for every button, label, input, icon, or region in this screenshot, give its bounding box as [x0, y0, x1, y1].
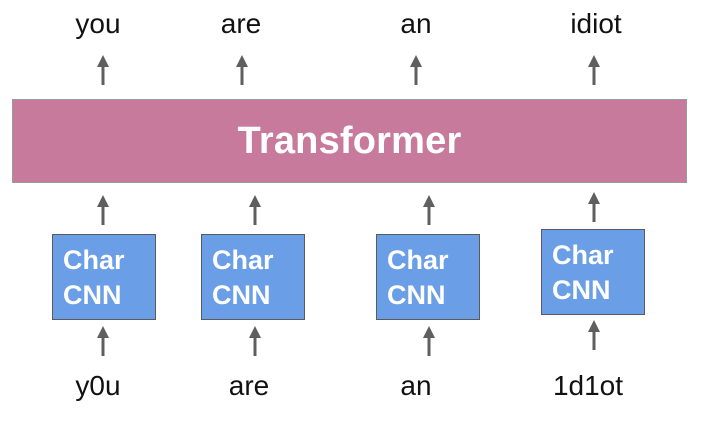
charcnn-box-1: Char CNN [52, 234, 156, 320]
arrow-up-icon [588, 320, 600, 350]
arrow-up-icon [236, 55, 248, 85]
charcnn-label-line2: CNN [552, 275, 611, 305]
arrow-up-icon [588, 192, 600, 222]
input-word-1: y0u [75, 370, 121, 401]
arrow-up-icon [97, 326, 109, 356]
arrow-up-icon [423, 195, 435, 225]
input-word-3: an [400, 370, 432, 401]
transformer-label: Transformer [237, 119, 462, 162]
charcnn-label-line1: Char [212, 245, 274, 275]
charcnn-label-line1: Char [63, 245, 125, 275]
output-word-3: an [400, 8, 432, 39]
charcnn-label-line1: Char [387, 245, 449, 275]
arrow-up-icon [249, 326, 261, 356]
charcnn-box-2: Char CNN [201, 234, 305, 320]
arrow-up-icon [410, 55, 422, 85]
charcnn-label-line2: CNN [63, 280, 122, 310]
arrow-up-icon [97, 195, 109, 225]
input-word-2: are [228, 370, 270, 401]
output-word-2: are [220, 8, 262, 39]
charcnn-label-line1: Char [552, 240, 614, 270]
charcnn-label-line2: CNN [387, 280, 446, 310]
arrow-up-icon [423, 326, 435, 356]
transformer-block: Transformer [12, 99, 687, 183]
arrow-up-icon [249, 195, 261, 225]
arrow-up-icon [97, 55, 109, 85]
charcnn-label-line2: CNN [212, 280, 271, 310]
charcnn-box-4: Char CNN [541, 229, 645, 315]
output-word-4: idiot [570, 8, 622, 39]
output-word-1: you [75, 8, 121, 39]
charcnn-box-3: Char CNN [376, 234, 480, 320]
input-word-4: 1d1ot [552, 370, 624, 401]
arrow-up-icon [588, 55, 600, 85]
